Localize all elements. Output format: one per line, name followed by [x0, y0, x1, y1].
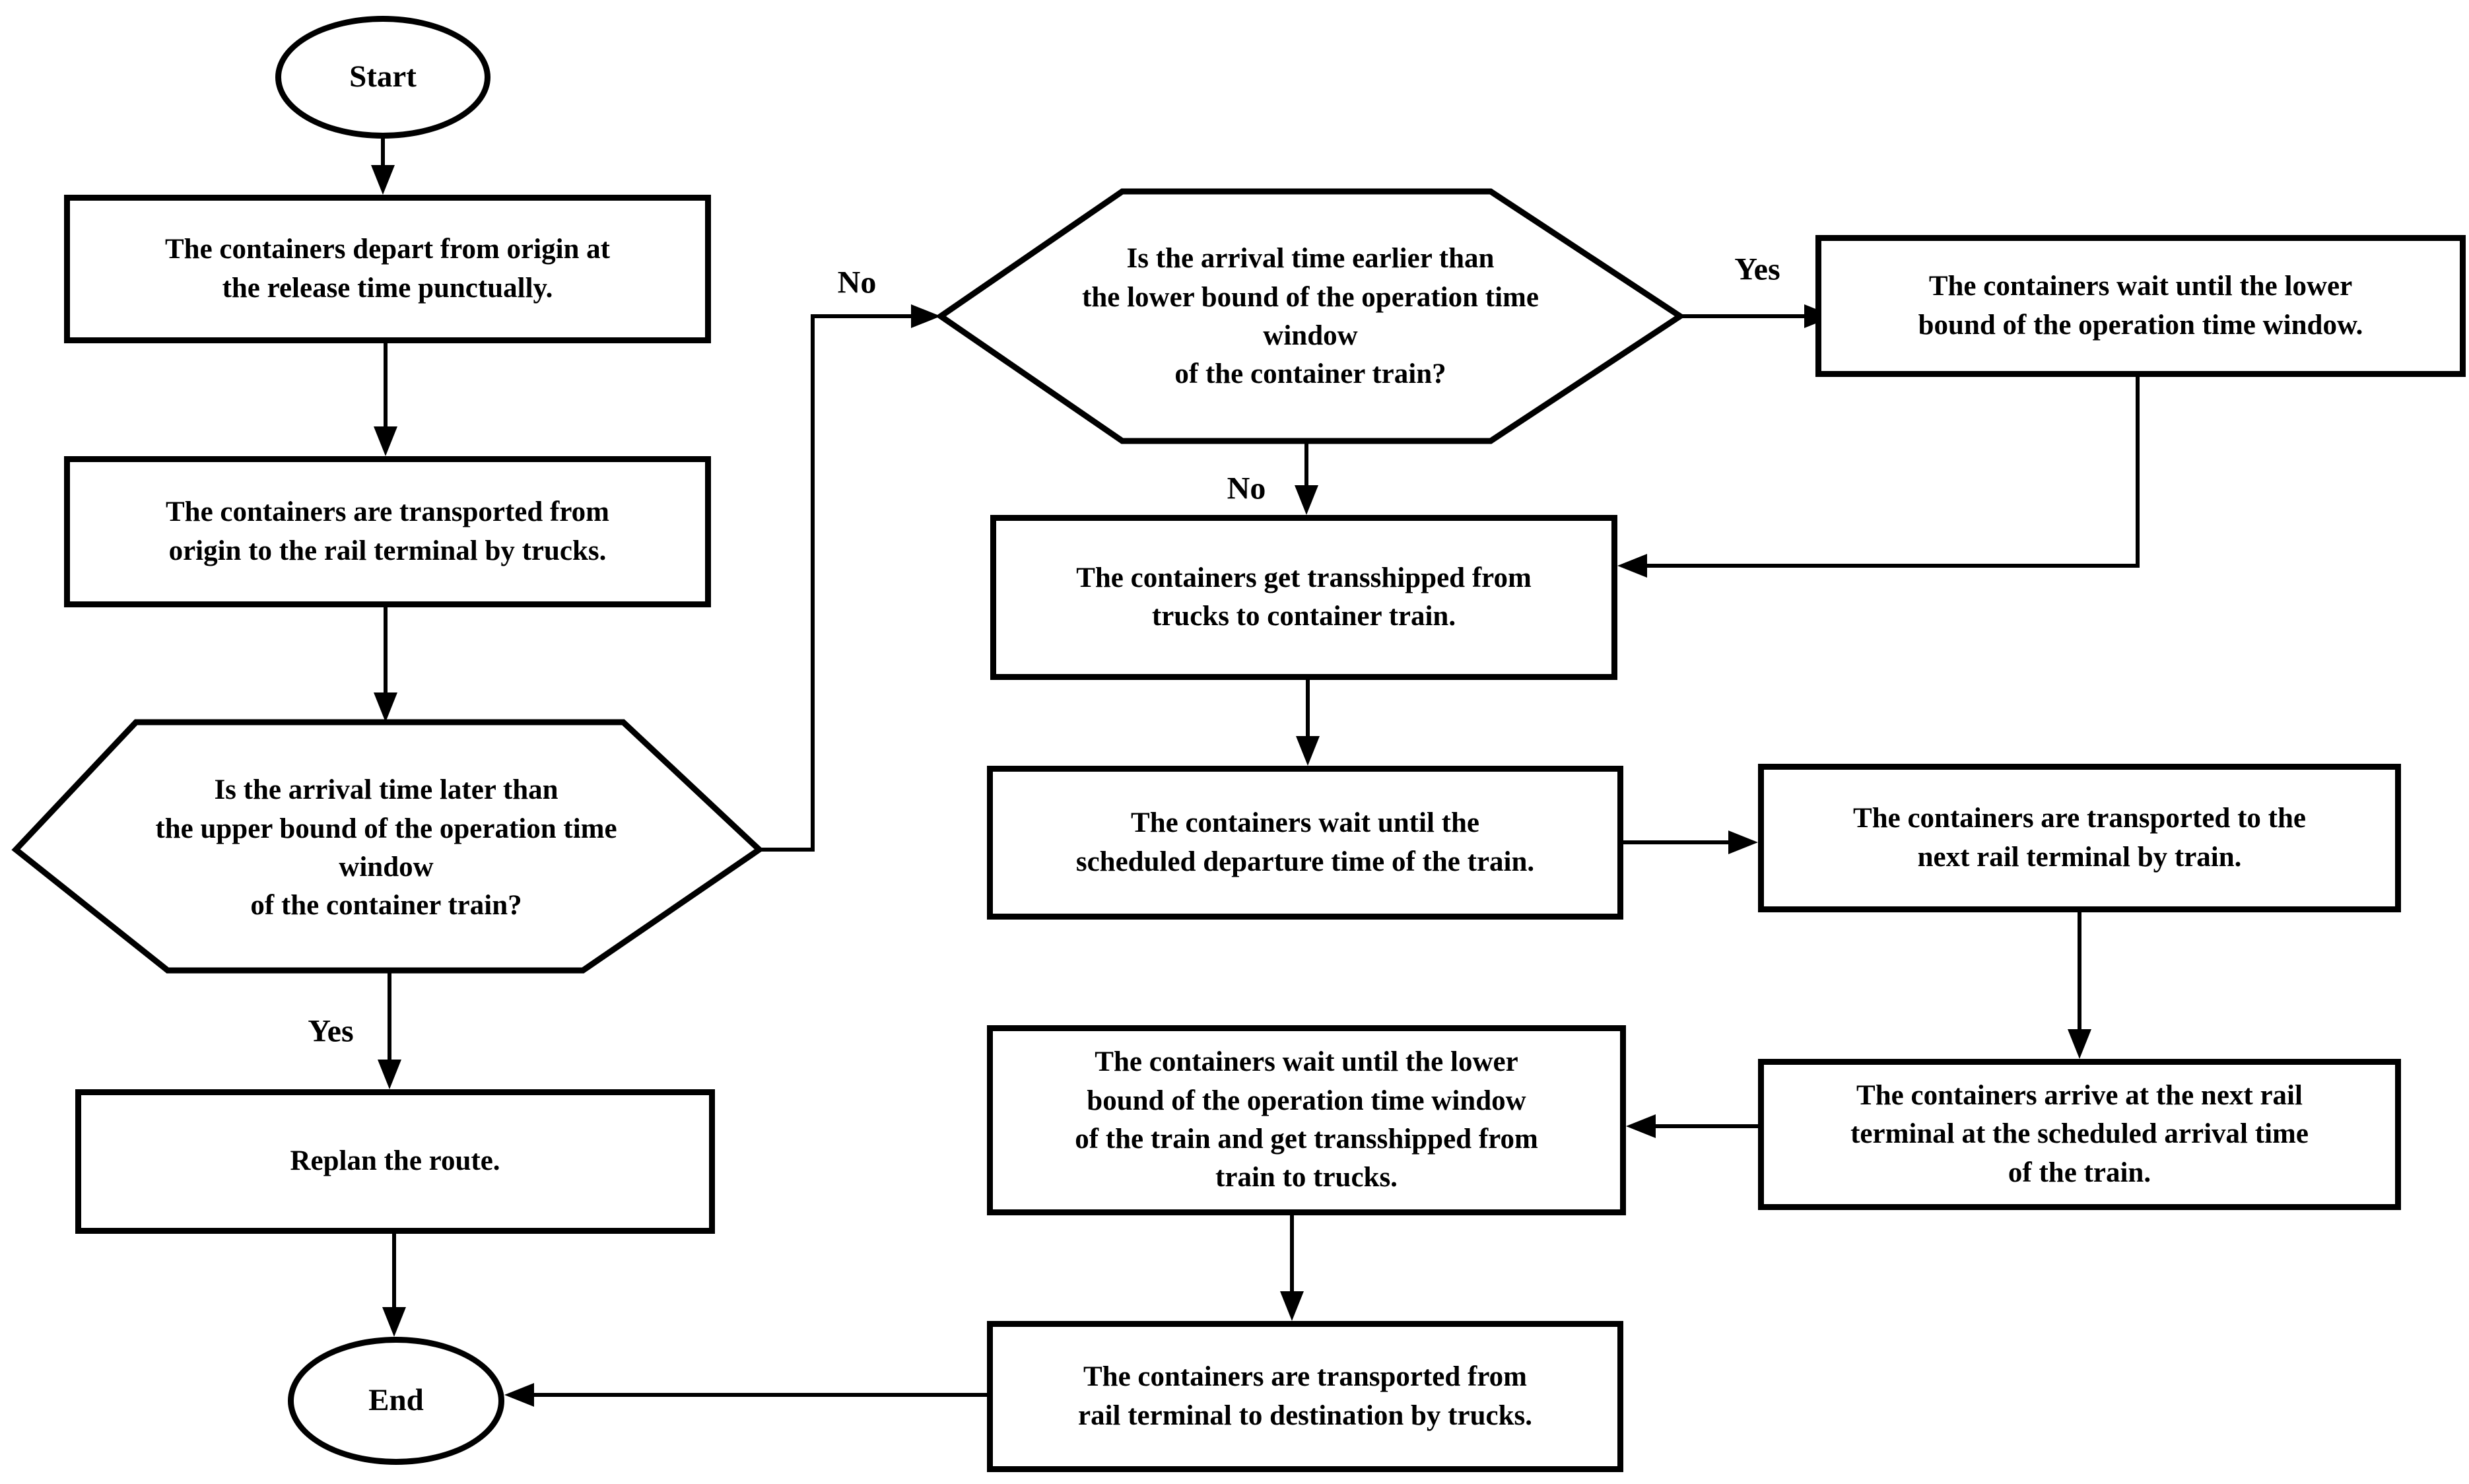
arrowhead-arrive-to-waittrans [1626, 1114, 1656, 1138]
process-rail-to-destination: The containers are transported from rail… [987, 1321, 1623, 1472]
arrowhead-decision1-no [911, 304, 941, 328]
process-train-to-next-terminal-text: The containers are transported to the ne… [1853, 803, 2306, 873]
decision-later-than-upper-shape [11, 719, 764, 974]
process-arrive-next-terminal-text: The containers arrive at the next rail t… [1850, 1079, 2309, 1188]
arrowhead-transship-to-waitdep [1296, 736, 1320, 766]
arrowhead-dest-to-end [504, 1383, 534, 1407]
arrowhead-replan-to-end [382, 1307, 406, 1337]
end-label: End [368, 1383, 424, 1418]
process-wait-departure-text: The containers wait until the scheduled … [1075, 807, 1535, 877]
start-node: Start [275, 16, 490, 139]
end-node: End [288, 1337, 504, 1465]
start-label: Start [349, 59, 417, 94]
arrowhead-decision1-yes [378, 1060, 401, 1089]
process-arrive-next-terminal: The containers arrive at the next rail t… [1758, 1059, 2401, 1210]
process-wait-and-transship-to-trucks-text: The containers wait until the lower boun… [1075, 1046, 1538, 1194]
arrowhead-waittrans-to-dest [1280, 1291, 1304, 1321]
process-truck-to-rail-text: The containers are transported from orig… [166, 496, 609, 566]
edge-label-upper-no: No [837, 265, 877, 300]
edge-label-lower-no: No [1227, 471, 1266, 506]
process-wait-lower-bound-text: The containers wait until the lower boun… [1918, 271, 2363, 341]
arrowhead-truckrail-to-decision1 [374, 692, 397, 722]
process-wait-lower-bound: The containers wait until the lower boun… [1815, 235, 2466, 377]
process-depart-origin: The containers depart from origin at the… [64, 195, 711, 343]
arrowhead-depart-to-truckrail [374, 426, 397, 456]
arrowhead-start-to-depart [371, 165, 395, 195]
arrow-waitlower-to-transship-line [1642, 377, 2140, 568]
process-depart-origin-text: The containers depart from origin at the… [165, 234, 610, 304]
process-replan-text: Replan the route. [290, 1145, 500, 1177]
process-rail-to-destination-text: The containers are transported from rail… [1078, 1361, 1532, 1431]
process-transship-trucks-to-train: The containers get transshipped from tru… [990, 515, 1617, 680]
arrowhead-waitlower-to-transship [1617, 554, 1647, 578]
arrowhead-decision2-no [1295, 485, 1318, 515]
arrow-decision1-no-line [759, 314, 916, 852]
arrowhead-train-to-arrive [2068, 1029, 2091, 1059]
process-train-to-next-terminal: The containers are transported to the ne… [1758, 764, 2401, 912]
decision-earlier-than-lower-text: Is the arrival time earlier than the low… [1082, 243, 1539, 390]
decision-earlier-than-lower-shape [935, 188, 1686, 444]
arrowhead-waitdep-to-train [1728, 830, 1758, 854]
edge-label-lower-yes: Yes [1734, 252, 1780, 287]
process-replan: Replan the route. [75, 1089, 715, 1234]
process-truck-to-rail: The containers are transported from orig… [64, 456, 711, 607]
process-transship-trucks-to-train-text: The containers get transshipped from tru… [1076, 562, 1532, 632]
process-wait-departure: The containers wait until the scheduled … [987, 766, 1623, 920]
edge-label-upper-yes: Yes [308, 1013, 354, 1049]
process-wait-and-transship-to-trucks: The containers wait until the lower boun… [987, 1025, 1626, 1215]
decision-later-than-upper-text: Is the arrival time later than the upper… [155, 774, 617, 922]
